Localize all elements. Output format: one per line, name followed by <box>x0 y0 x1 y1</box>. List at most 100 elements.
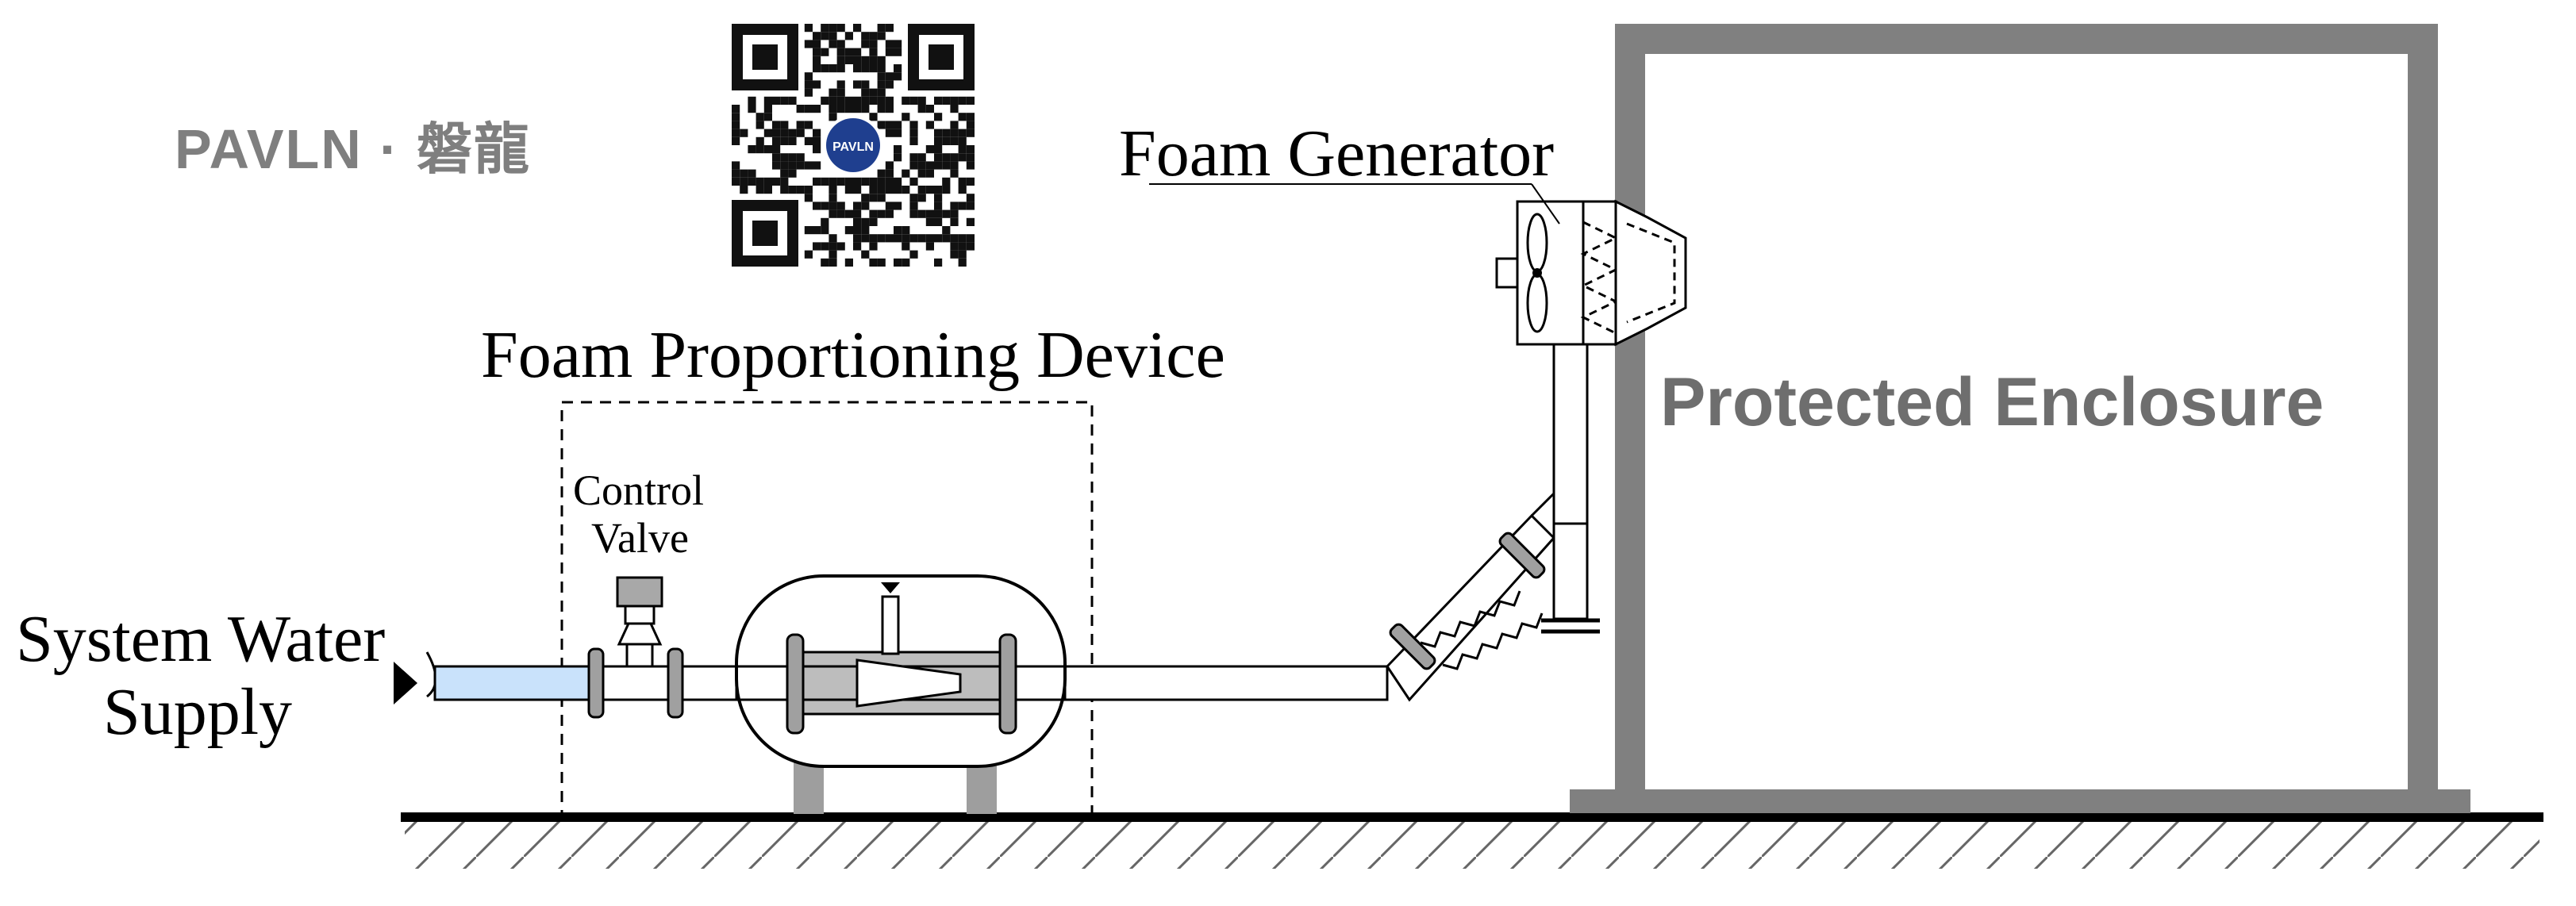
qr-module <box>740 169 748 178</box>
qr-module <box>869 48 878 56</box>
qr-module <box>861 226 870 235</box>
qr-module <box>934 194 943 202</box>
qr-module <box>813 48 821 56</box>
qr-module <box>869 32 878 40</box>
qr-module <box>844 32 853 40</box>
arrow-right-icon <box>394 662 417 704</box>
qr-module <box>836 56 845 64</box>
qr-module <box>804 136 813 145</box>
qr-module <box>869 40 878 48</box>
qr-module <box>950 250 959 259</box>
qr-module <box>772 145 781 154</box>
qr-module <box>877 80 886 89</box>
qr-module <box>853 105 862 113</box>
qr-module <box>829 258 837 267</box>
qr-module <box>788 136 797 145</box>
qr-module <box>844 226 853 235</box>
qr-module <box>877 234 886 243</box>
qr-module <box>804 226 813 235</box>
qr-module <box>885 169 894 178</box>
qr-module <box>763 96 772 105</box>
qr-module <box>950 129 959 137</box>
qr-module <box>917 161 926 170</box>
qr-module <box>869 113 878 121</box>
qr-module <box>821 64 829 73</box>
qr-module <box>829 234 837 243</box>
qr-module <box>788 153 797 162</box>
qr-module <box>861 80 870 89</box>
qr-module <box>942 161 951 170</box>
qr-module <box>861 88 870 97</box>
qr-module <box>740 129 748 137</box>
qr-module <box>958 145 967 154</box>
qr-module <box>836 88 845 97</box>
qr-module <box>877 24 886 33</box>
qr-module <box>950 136 959 145</box>
control-valve-label-line2: Valve <box>591 514 689 562</box>
qr-module <box>804 24 813 33</box>
qr-module <box>732 129 740 137</box>
qr-module <box>950 105 959 113</box>
qr-module <box>829 209 837 218</box>
qr-module <box>853 226 862 235</box>
qr-module <box>958 242 967 251</box>
qr-module <box>853 80 862 89</box>
qr-module <box>958 177 967 186</box>
qr-module <box>796 105 805 113</box>
qr-module <box>788 129 797 137</box>
qr-module <box>934 153 943 162</box>
qr-module <box>861 217 870 226</box>
qr-module <box>925 186 934 194</box>
qr-module <box>885 72 894 81</box>
qr-module <box>894 153 902 162</box>
qr-module <box>772 153 781 162</box>
fan-icon <box>1526 213 1548 333</box>
qr-module <box>909 202 918 210</box>
qr-module <box>877 72 886 81</box>
qr-module <box>829 24 837 33</box>
qr-module <box>934 96 943 105</box>
qr-module <box>732 113 740 121</box>
qr-module <box>869 194 878 202</box>
qr-module <box>853 202 862 210</box>
qr-module <box>966 242 975 251</box>
qr-module <box>877 258 886 267</box>
qr-module <box>894 145 902 154</box>
qr-module <box>885 40 894 48</box>
qr-module <box>894 234 902 243</box>
qr-module <box>902 234 910 243</box>
qr-module <box>780 161 789 170</box>
qr-module <box>894 186 902 194</box>
qr-module <box>861 194 870 202</box>
qr-module <box>813 64 821 73</box>
qr-module <box>861 105 870 113</box>
qr-module <box>804 194 813 202</box>
qr-module <box>732 136 740 145</box>
qr-module <box>877 121 886 129</box>
qr-module <box>902 242 910 251</box>
qr-module <box>813 226 821 235</box>
qr-module <box>861 56 870 64</box>
qr-module <box>844 48 853 56</box>
qr-module <box>861 250 870 259</box>
qr-module <box>869 56 878 64</box>
qr-module <box>958 129 967 137</box>
qr-module <box>748 105 756 113</box>
control-valve-label-line1: Control <box>573 466 705 514</box>
qr-module <box>853 56 862 64</box>
qr-module <box>942 136 951 145</box>
qr-module <box>925 209 934 218</box>
qr-module <box>925 234 934 243</box>
qr-module <box>861 177 870 186</box>
qr-module <box>885 209 894 218</box>
qr-module <box>763 145 772 154</box>
qr-module <box>804 250 813 259</box>
qr-module <box>966 177 975 186</box>
qr-module <box>934 129 943 137</box>
qr-module <box>885 161 894 170</box>
qr-module <box>909 194 918 202</box>
qr-module <box>934 161 943 170</box>
qr-module <box>844 186 853 194</box>
control-valve <box>616 576 663 668</box>
qr-module <box>829 88 837 97</box>
